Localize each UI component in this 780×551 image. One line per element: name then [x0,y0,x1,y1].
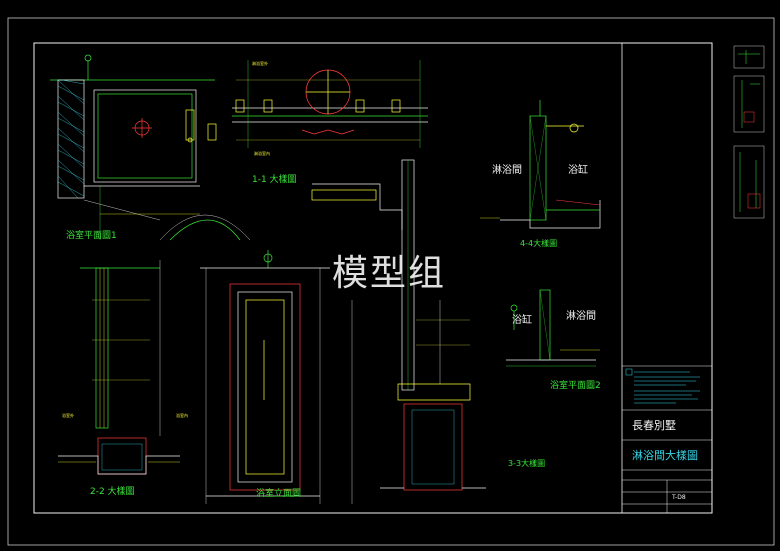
room-label-shower-b: 淋浴間 [566,311,596,322]
annotation-bathroom-in: 浴室內 [176,413,188,418]
paper-frame [7,17,775,546]
plan-1-drawing [50,54,251,241]
project-name: 長春別墅 [632,419,676,432]
drawing-number: T-D8 [672,494,686,501]
view-title-elevation: 浴室立面圖 [256,489,302,499]
annotation-bathroom-out: 浴室外 [62,413,74,418]
view-title-section-4-4: 4-4大樣圖 [520,239,558,248]
annotation-bath-exterior: 淋浴室外 [252,61,268,66]
view-title-section-3-3: 3-3大樣圖 [508,459,546,468]
section-4-4-drawing [480,100,601,229]
elevation-drawing [200,250,330,504]
view-title-plan-1: 浴室平面圖1 [66,231,117,241]
drawing-frame [33,42,713,514]
view-title-plan-2: 浴室平面圖2 [550,381,601,391]
plan-2-drawing [506,289,600,367]
section-3-3-drawing [311,159,486,504]
drawing-title: 淋浴間大樣圖 [632,449,698,462]
view-title-section-1-1: 1-1 大樣圖 [252,175,297,185]
section-1-1-drawing [232,60,428,148]
room-label-bathtub-b: 浴缸 [512,315,532,326]
room-label-bathtub-a: 浴缸 [568,165,588,176]
company-info-block [634,371,700,404]
room-label-shower-a: 淋浴間 [492,165,522,176]
thumbnail-sheets [733,45,765,219]
section-2-2-drawing [58,260,180,475]
watermark: 模型组 [332,253,447,294]
view-title-section-2-2: 2-2 大樣圖 [90,487,135,497]
annotation-bath-interior: 淋浴室內 [254,151,270,156]
